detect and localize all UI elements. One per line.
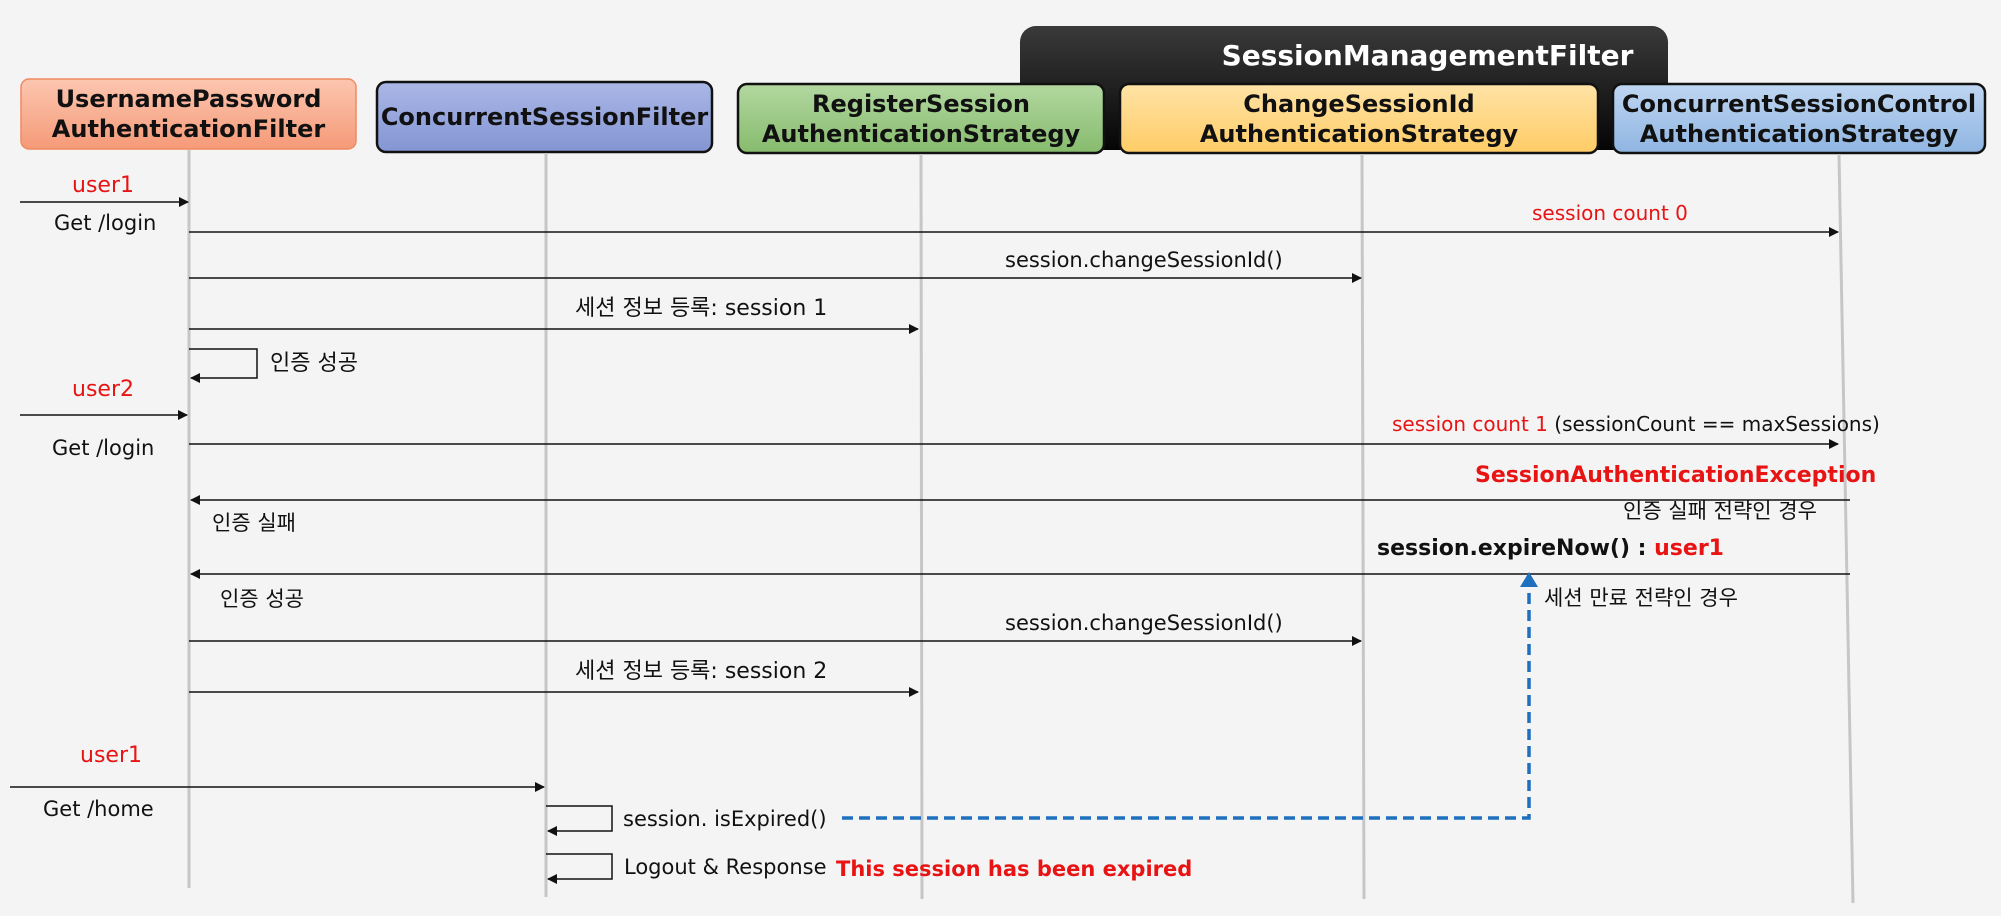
label-session-count-1: session count 1 (sessionCount == maxSess… <box>1392 412 1880 436</box>
participant-rsas: RegisterSession AuthenticationStrategy <box>761 89 1081 148</box>
lifeline-csias <box>1360 153 1366 900</box>
participant-csf: ConcurrentSessionFilter <box>380 103 709 131</box>
label-logout-response: Logout & Response <box>624 855 827 879</box>
label-expire-now-user: user1 <box>1654 536 1724 561</box>
label-is-expired: session. isExpired() <box>623 807 827 831</box>
label-fail-strategy: 인증 실패 전략인 경우 <box>1623 499 1817 523</box>
participant-cscas: ConcurrentSessionControl AuthenticationS… <box>1621 89 1977 148</box>
label-session-count-condition: (sessionCount == maxSessions) <box>1554 412 1880 436</box>
label-session-auth-exception: SessionAuthenticationException <box>1475 463 1877 488</box>
participant-box-csias <box>1118 82 1600 155</box>
label-register-session-2: 세션 정보 등록: session 2 <box>575 659 828 684</box>
label-auth-fail: 인증 실패 <box>212 511 296 535</box>
label-get-home: Get /home <box>43 797 154 821</box>
label-auth-success-b: 인증 성공 <box>220 587 304 611</box>
participant-box-rsas <box>736 82 1106 155</box>
self-arrow-auth-success <box>189 348 258 383</box>
label-user1-a: user1 <box>72 173 134 198</box>
label-change-session-id-a: session.changeSessionId() <box>1005 248 1283 272</box>
label-session-expired-message: This session has been expired <box>836 857 1193 881</box>
label-auth-success-self: 인증 성공 <box>270 351 358 376</box>
dashed-link-is-expired-to-expire-now <box>842 583 1531 820</box>
label-user1-b: user1 <box>80 743 142 768</box>
self-arrow-is-expired <box>546 805 613 836</box>
label-register-session-1: 세션 정보 등록: session 1 <box>575 296 828 321</box>
participant-upaf: UsernamePassword AuthenticationFilter <box>51 85 326 143</box>
label-session-count-0: session count 0 <box>1532 201 1688 225</box>
label-expire-now-call: session.expireNow() : <box>1377 536 1655 561</box>
group-title: SessionManagementFilter <box>1221 39 1634 72</box>
participant-box-upaf <box>20 78 357 150</box>
label-session-count-1-value: session count 1 <box>1392 412 1548 436</box>
label-get-login-a: Get /login <box>54 211 157 235</box>
label-expire-strategy: 세션 만료 전략인 경우 <box>1544 586 1738 610</box>
participant-box-csf <box>375 80 714 154</box>
lifeline-cscas <box>1837 153 1855 904</box>
label-expire-now: session.expireNow() : user1 <box>1377 537 1724 561</box>
self-arrow-logout <box>546 853 613 884</box>
dashed-link-arrowhead <box>1520 572 1538 587</box>
label-user2: user2 <box>72 377 134 402</box>
label-get-login-b: Get /login <box>52 436 155 460</box>
label-change-session-id-b: session.changeSessionId() <box>1005 611 1283 635</box>
participant-box-cscas <box>1611 82 1987 155</box>
participant-csias: ChangeSessionId AuthenticationStrategy <box>1199 89 1519 148</box>
lifeline-rsas <box>919 153 924 900</box>
